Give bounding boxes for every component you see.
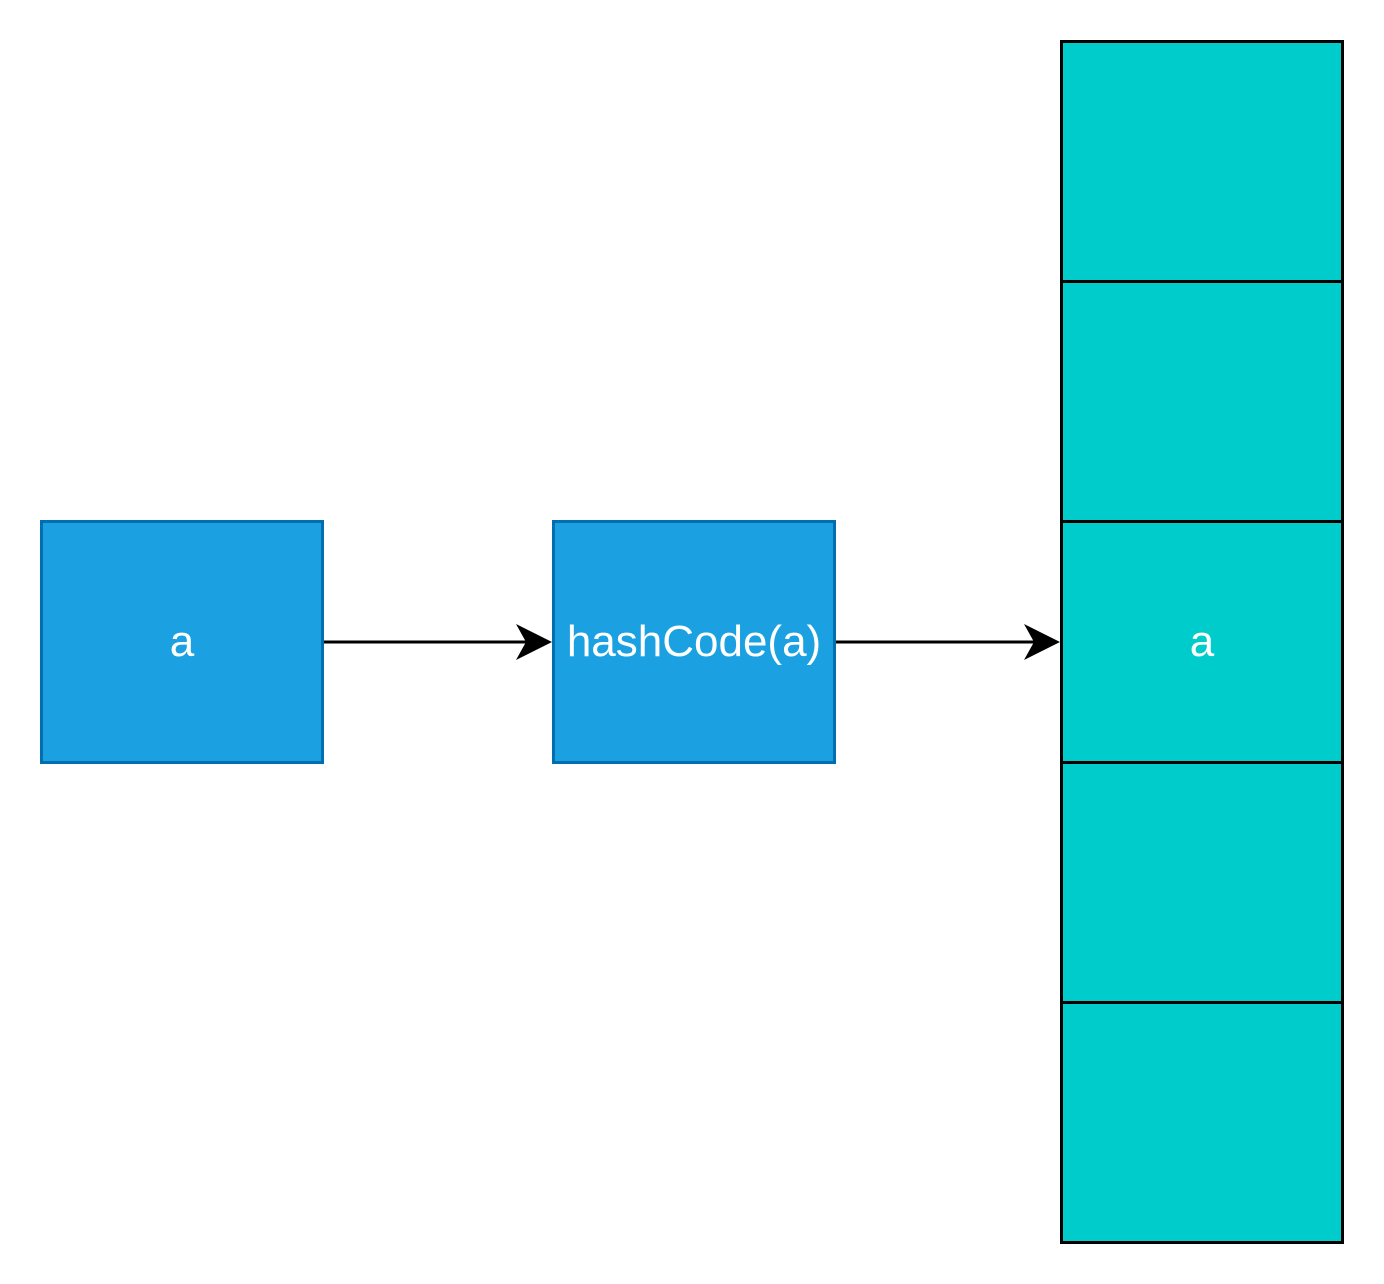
bucket-slot-1[interactable] bbox=[1063, 280, 1341, 520]
input-key-label: a bbox=[169, 617, 195, 666]
hash-function-node[interactable]: hashCode(a) bbox=[552, 520, 836, 764]
bucket-slot-3[interactable] bbox=[1063, 760, 1341, 1001]
bucket-slot-0[interactable] bbox=[1063, 43, 1341, 280]
arrow-hash-to-bucket-head bbox=[1024, 624, 1060, 660]
input-key-node[interactable]: a bbox=[40, 520, 324, 764]
bucket-array: a bbox=[1060, 40, 1344, 1244]
arrow-input-to-hash-head bbox=[516, 624, 552, 660]
bucket-slot-label: a bbox=[1189, 617, 1215, 666]
bucket-slot-2[interactable]: a bbox=[1063, 520, 1341, 760]
bucket-slot-4[interactable] bbox=[1063, 1000, 1341, 1241]
hash-function-label: hashCode(a) bbox=[566, 617, 822, 666]
